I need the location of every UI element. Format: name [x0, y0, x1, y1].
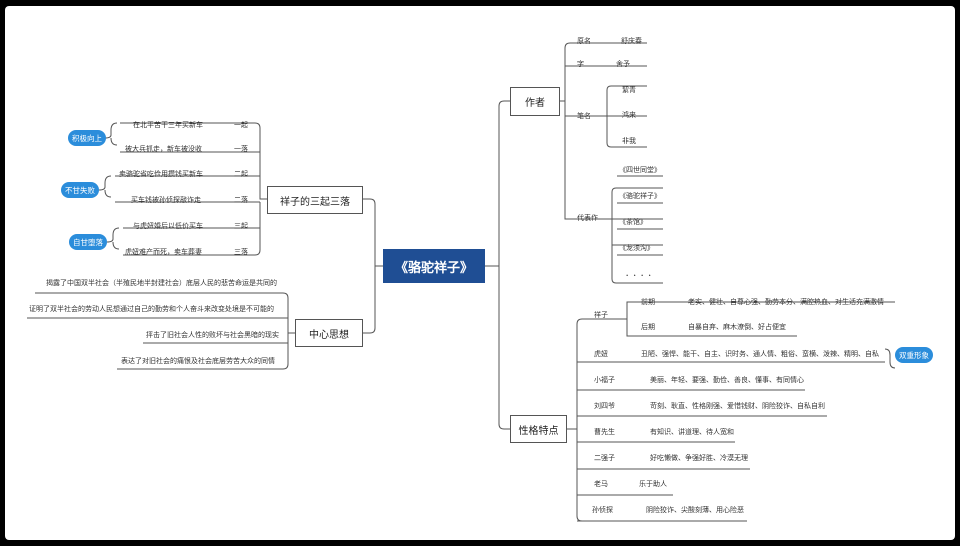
rise-item: 卖骆驼省吃俭用攒钱买新车 — [119, 170, 203, 178]
rise-tag: 二起 — [234, 170, 248, 178]
person-name: 二强子 — [594, 454, 615, 462]
person-name: 老马 — [594, 480, 608, 488]
person-name: 孙侦探 — [592, 506, 613, 514]
trait-desc: 好吃懒做、争强好胜、冷漠无理 — [650, 454, 748, 462]
pen-name: 絜青 — [622, 86, 636, 94]
trait-desc: 苛刻、耿直、性格刚强、爱惜钱财、阴险狡诈、自私自利 — [650, 402, 825, 410]
trait-desc: 乐于助人 — [639, 480, 667, 488]
rise-item: 与虎妞婚后以低价买车 — [133, 222, 203, 230]
theme-item: 抨击了旧社会人性的败坏与社会黑暗的现实 — [146, 331, 279, 339]
works-label: 代表作 — [577, 214, 598, 222]
work-item: ．．．． — [625, 269, 660, 279]
work-item: 《龙须沟》 — [619, 244, 654, 252]
author-node: 作者 — [510, 87, 560, 116]
traits-node: 性格特点 — [510, 415, 567, 443]
person-name: 祥子 — [594, 311, 608, 319]
theme-item: 揭露了中国双半社会（半殖民地半封建社会）底层人民的悲苦命运是共同的 — [46, 279, 277, 287]
rise-item: 买车钱被孙侦探敲诈走 — [131, 196, 201, 204]
theme-item: 证明了双半社会的劳动人民想通过自己的勤劳和个人奋斗来改变处境是不可能的 — [29, 305, 274, 313]
trait-desc: 老实、健壮、自尊心强、勤劳本分、满腔热血、对生活充满激情 — [688, 298, 884, 306]
stage-label: 后期 — [641, 323, 655, 331]
three-rises-node: 祥子的三起三落 — [267, 186, 363, 214]
courtesy-name: 舍予 — [616, 60, 630, 68]
rise-tag: 一落 — [234, 145, 248, 153]
person-name: 曹先生 — [594, 428, 615, 436]
courtesy-label: 字 — [577, 60, 584, 68]
group-pill: 自甘堕落 — [69, 234, 107, 250]
trait-desc: 阴险狡诈、尖酸刻薄、用心险恶 — [646, 506, 744, 514]
mindmap-canvas: 《骆驼祥子》 作者 原名 舒庆春 字 舍予 笔名 絜青 鸿来 非我 代表作 《四… — [5, 6, 955, 540]
rise-item: 虎妞难产而死，卖车葬妻 — [125, 248, 202, 256]
trait-desc: 美丽、年轻、要强、勤俭、善良、懂事、有同情心 — [650, 376, 804, 384]
trait-desc: 丑陋、强悍、能干、自主、识时务、通人情、粗俗、蛮横、泼辣、精明、自私 — [641, 350, 879, 358]
person-name: 小福子 — [594, 376, 615, 384]
theme-node: 中心思想 — [295, 319, 363, 347]
rise-tag: 三起 — [234, 222, 248, 230]
connector-lines — [27, 42, 896, 522]
group-pill: 积极向上 — [68, 130, 106, 146]
rise-tag: 二落 — [234, 196, 248, 204]
double-image-pill: 双重形象 — [895, 347, 933, 363]
person-name: 虎妞 — [594, 350, 608, 358]
rise-tag: 三落 — [234, 248, 248, 256]
rise-item: 在北平苦干三年买新车 — [133, 121, 203, 129]
original-name: 舒庆春 — [621, 37, 642, 45]
work-item: 《四世同堂》 — [619, 166, 661, 174]
pen-names-label: 笔名 — [577, 112, 591, 120]
root-title: 《骆驼祥子》 — [383, 249, 485, 283]
stage-label: 前期 — [641, 298, 655, 306]
person-name: 刘四爷 — [594, 402, 615, 410]
pen-name: 非我 — [622, 137, 636, 145]
rise-tag: 一起 — [234, 121, 248, 129]
theme-item: 表达了对旧社会的痛恨及社会底层劳苦大众的同情 — [121, 357, 275, 365]
pen-name: 鸿来 — [622, 111, 636, 119]
work-item: 《茶馆》 — [619, 218, 647, 226]
original-name-label: 原名 — [577, 37, 591, 45]
trait-desc: 自暴自弃、麻木潦倒、好占便宜 — [688, 323, 786, 331]
group-pill: 不甘失败 — [61, 182, 99, 198]
rise-item: 被大兵抓走，新车被没收 — [125, 145, 202, 153]
work-item: 《骆驼祥子》 — [619, 192, 661, 200]
trait-desc: 有知识、讲道理、待人宽和 — [650, 428, 734, 436]
